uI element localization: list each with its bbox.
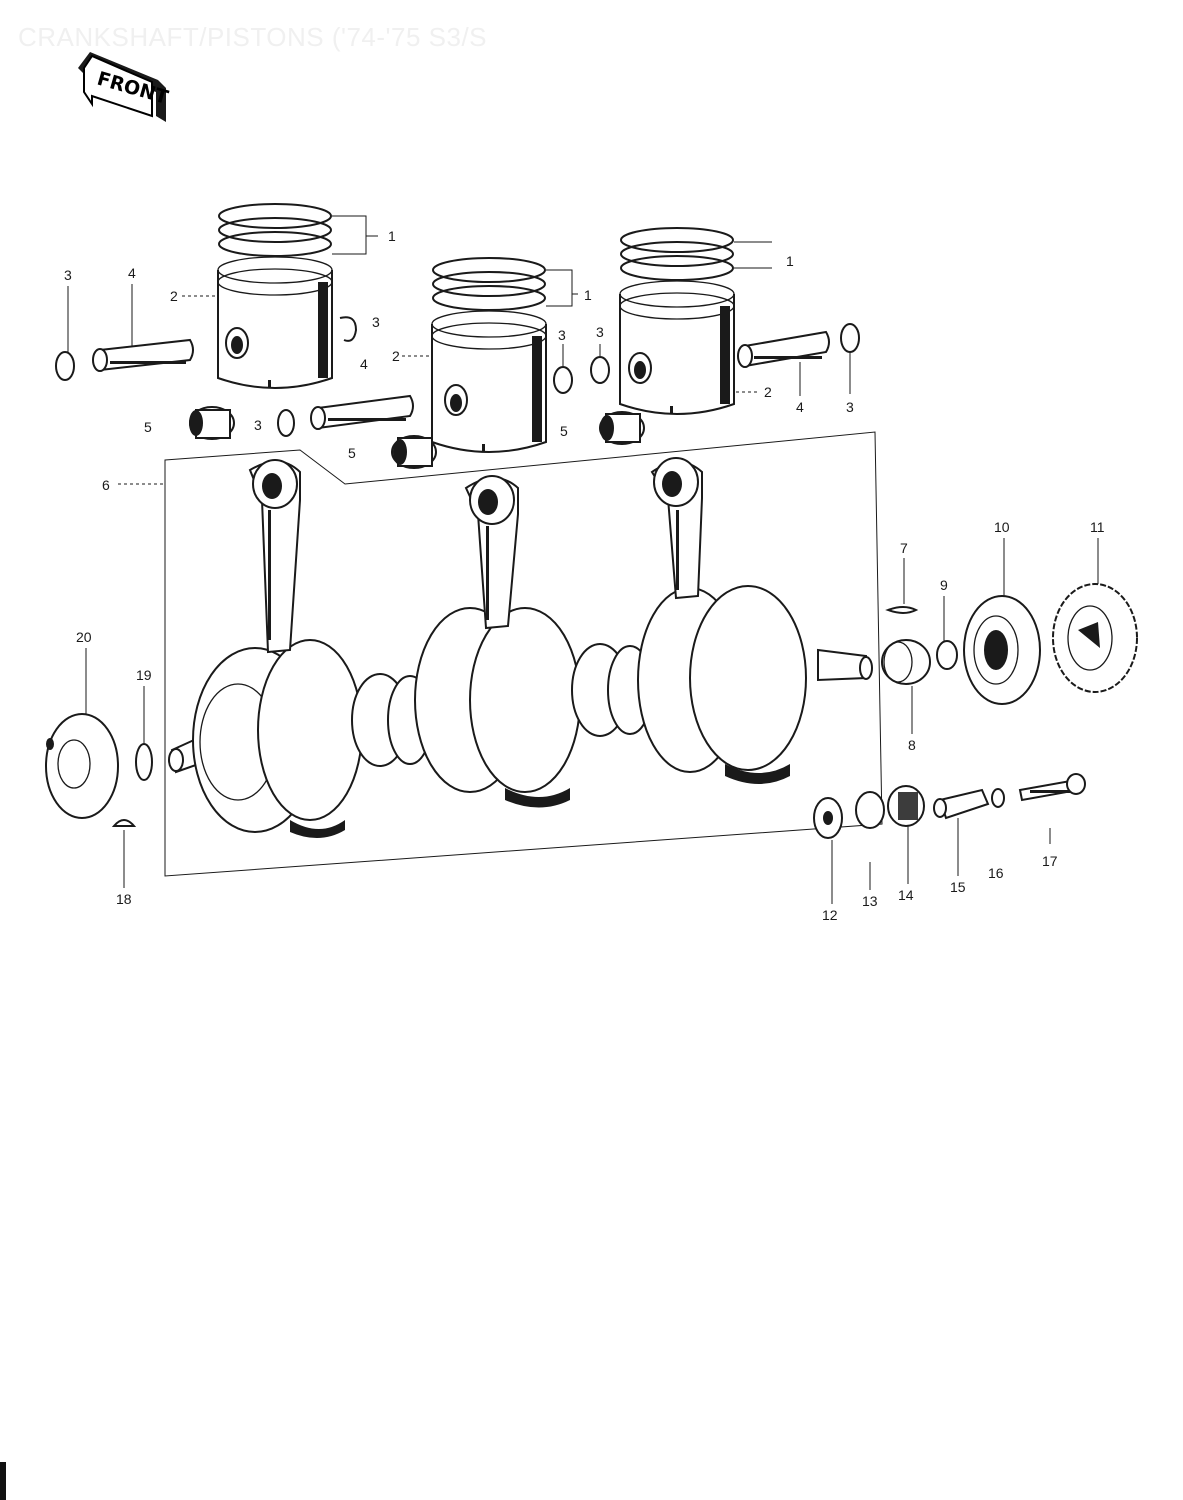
needle-bearing-middle	[391, 435, 437, 469]
callout-4-left: 4	[128, 265, 136, 281]
callout-3-b: 3	[372, 314, 380, 330]
circlip-left-outer	[55, 351, 75, 381]
piston-right	[619, 227, 735, 415]
callout-19: 19	[136, 667, 152, 683]
callout-5-left: 5	[144, 419, 152, 435]
front-arrow-badge: FRONT	[78, 52, 171, 122]
callout-16: 16	[988, 865, 1004, 881]
callout-3-e: 3	[846, 399, 854, 415]
needle-bearing-left	[189, 406, 235, 440]
callout-12: 12	[822, 907, 838, 923]
rotor-cover-20	[45, 713, 119, 819]
callout-5-middle: 5	[348, 445, 356, 461]
key-18	[111, 819, 137, 827]
callout-13: 13	[862, 893, 878, 909]
bearing-10	[963, 595, 1041, 705]
callout-15: 15	[950, 879, 966, 895]
circlip-right-outer	[840, 323, 860, 353]
circlip-left-inner	[339, 316, 358, 342]
gear-11	[1052, 583, 1138, 693]
callout-11: 11	[1090, 519, 1105, 535]
callout-2-middle: 2	[392, 348, 400, 364]
callout-17: 17	[1042, 853, 1058, 869]
bearing-14	[887, 785, 925, 827]
callout-2-left: 2	[170, 288, 178, 304]
callout-2-right: 2	[764, 384, 772, 400]
callout-3-f: 3	[254, 417, 262, 433]
crankshaft	[168, 457, 873, 839]
circlip-19	[135, 743, 153, 781]
callout-3-d: 3	[596, 324, 604, 340]
callout-3-c: 3	[558, 327, 566, 343]
piston-left	[217, 203, 333, 389]
callout-8: 8	[908, 737, 916, 753]
washer-16	[991, 788, 1005, 808]
piston-pin-left	[92, 338, 194, 372]
callout-1-left: 1	[388, 228, 396, 244]
callout-20: 20	[76, 629, 92, 645]
circlip-middle-left	[277, 409, 295, 437]
oil-seal-9	[936, 640, 958, 670]
callout-5-right: 5	[560, 423, 568, 439]
circlip-right-inner	[590, 356, 610, 384]
callout-3-a: 3	[64, 267, 72, 283]
callout-6: 6	[102, 477, 110, 493]
crankshaft-assembly-frame	[164, 431, 883, 877]
callout-7: 7	[900, 540, 908, 556]
washer-12	[813, 797, 843, 839]
page-edge-mark	[0, 1462, 6, 1500]
piston-pin-middle	[310, 394, 414, 430]
callout-labels: 1 1 1 2 2 2 3 3 3 3 3 3 4 4 4 5 5 5 6 7 …	[64, 228, 1105, 923]
bolt-17	[1018, 773, 1086, 802]
circlip-middle-right	[553, 366, 573, 394]
nut-15	[933, 788, 990, 820]
bushing-8	[881, 639, 931, 685]
callout-14: 14	[898, 887, 914, 903]
page-title: CRANKSHAFT/PISTONS ('74-'75 S3/S	[18, 22, 488, 52]
callout-18: 18	[116, 891, 132, 907]
piston-pin-right	[737, 330, 830, 368]
collar-13	[855, 791, 885, 829]
piston-middle	[431, 257, 547, 453]
callout-9: 9	[940, 577, 948, 593]
callout-1-middle: 1	[584, 287, 592, 303]
callout-4-right: 4	[796, 399, 804, 415]
needle-bearing-right	[599, 411, 645, 445]
callout-1-right: 1	[786, 253, 794, 269]
callout-10: 10	[994, 519, 1010, 535]
callout-4-middle: 4	[360, 356, 368, 372]
key-7	[885, 606, 919, 614]
